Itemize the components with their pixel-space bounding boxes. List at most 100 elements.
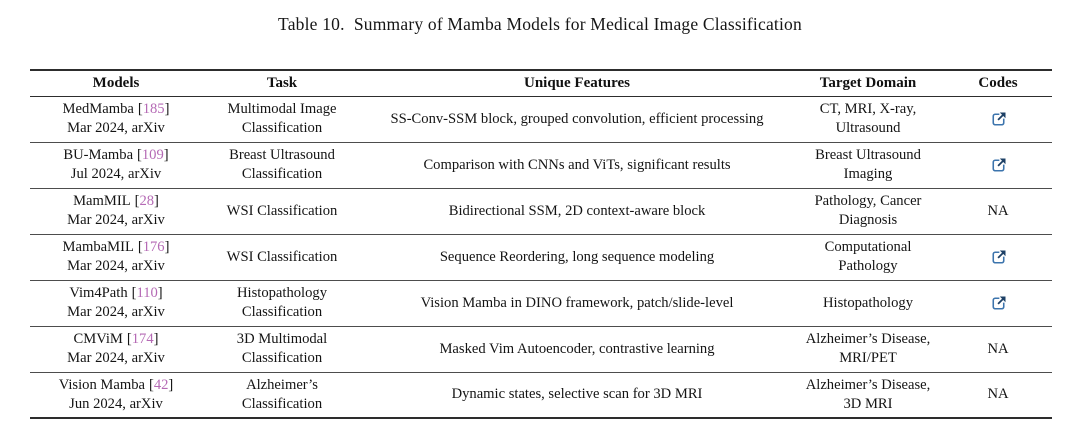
external-link-icon[interactable] <box>990 249 1007 266</box>
model-cell: MamMIL[28] Mar 2024, arXiv <box>30 188 202 235</box>
table-row: Vision Mamba[42] Jun 2024, arXiv Alzheim… <box>30 372 1052 419</box>
codes-cell: link <box>944 96 1052 143</box>
task-cell: Breast Ultrasound Classification <box>202 142 362 189</box>
task-cell: WSI Classification <box>202 188 362 235</box>
model-name: Vim4Path <box>69 285 128 302</box>
model-date: Mar 2024, arXiv <box>67 120 165 136</box>
codes-cell: NA <box>944 188 1052 235</box>
model-cell: Vim4Path[110] Mar 2024, arXiv <box>30 280 202 327</box>
model-name-line: Vim4Path[110] <box>37 284 195 303</box>
header-task: Task <box>202 69 362 97</box>
features-cell: Masked Vim Autoencoder, contrastive lear… <box>362 326 792 373</box>
features-cell: Sequence Reordering, long sequence model… <box>362 234 792 281</box>
task-cell: Multimodal Image Classification <box>202 96 362 143</box>
citation-bracket-open: [ <box>137 101 143 118</box>
citation-link[interactable]: 28 <box>139 193 155 210</box>
citation-bracket-close: ] <box>164 101 170 118</box>
domain-cell: Alzheimer’s Disease, MRI/PET <box>792 326 944 373</box>
task-cell: Alzheimer’s Classification <box>202 372 362 419</box>
code-na-label: NA <box>987 386 1009 403</box>
citation-bracket-close: ] <box>154 193 159 210</box>
citation-bracket-close: ] <box>168 376 174 393</box>
citation-link[interactable]: 185 <box>142 101 165 118</box>
citation-bracket-close: ] <box>164 239 170 256</box>
summary-table: Models Task Unique Features Target Domai… <box>30 69 1052 419</box>
table-row: BU-Mamba[109] Jul 2024, arXiv Breast Ult… <box>30 142 1052 189</box>
model-name-line: MamMIL[28] <box>37 192 195 211</box>
citation-bracket-close: ] <box>153 331 159 348</box>
code-na-label: NA <box>987 340 1009 357</box>
external-link-icon[interactable] <box>990 157 1007 174</box>
model-name-line: CMViM[174] <box>37 330 195 349</box>
header-features: Unique Features <box>362 69 792 97</box>
citation-link[interactable]: 109 <box>141 147 164 164</box>
citation-bracket-open: [ <box>137 239 143 256</box>
model-name-line: MedMamba[185] <box>37 100 195 119</box>
model-cell: Vision Mamba[42] Jun 2024, arXiv <box>30 372 202 419</box>
citation-bracket-close: ] <box>157 285 163 302</box>
model-date: Mar 2024, arXiv <box>67 258 165 274</box>
model-date: Jul 2024, arXiv <box>70 166 162 182</box>
domain-cell: Alzheimer’s Disease, 3D MRI <box>792 372 944 419</box>
model-cell: BU-Mamba[109] Jul 2024, arXiv <box>30 142 202 189</box>
code-na-label: NA <box>987 202 1009 219</box>
model-name: MamMIL <box>73 193 131 210</box>
citation-bracket-open: [ <box>137 147 142 164</box>
features-cell: Bidirectional SSM, 2D context-aware bloc… <box>362 188 792 235</box>
header-domain: Target Domain <box>792 69 944 97</box>
table-header: Models Task Unique Features Target Domai… <box>30 69 1052 97</box>
domain-cell: Histopathology <box>792 280 944 327</box>
task-cell: WSI Classification <box>202 234 362 281</box>
model-date: Mar 2024, arXiv <box>67 304 165 320</box>
citation-bracket-open: [ <box>126 331 132 348</box>
codes-cell: NA <box>944 372 1052 419</box>
model-name-line: BU-Mamba[109] <box>37 146 195 165</box>
codes-cell: link <box>944 142 1052 189</box>
model-name-line: Vision Mamba[42] <box>37 376 195 395</box>
table-row: MedMamba[185] Mar 2024, arXiv Multimodal… <box>30 96 1052 143</box>
citation-link[interactable]: 174 <box>131 331 154 348</box>
table-row: MamMIL[28] Mar 2024, arXiv WSI Classific… <box>30 188 1052 235</box>
task-cell: 3D Multimodal Classification <box>202 326 362 373</box>
model-name: MambaMIL <box>62 239 134 256</box>
model-date: Mar 2024, arXiv <box>67 212 165 228</box>
table-row: MambaMIL[176] Mar 2024, arXiv WSI Classi… <box>30 234 1052 281</box>
domain-cell: Computational Pathology <box>792 234 944 281</box>
domain-cell: CT, MRI, X-ray, Ultrasound <box>792 96 944 143</box>
features-cell: Vision Mamba in DINO framework, patch/sl… <box>362 280 792 327</box>
model-name: CMViM <box>73 331 123 348</box>
features-cell: Dynamic states, selective scan for 3D MR… <box>362 372 792 419</box>
model-name: Vision Mamba <box>58 376 145 393</box>
citation-link[interactable]: 176 <box>142 239 165 256</box>
table-row: Vim4Path[110] Mar 2024, arXiv Histopatho… <box>30 280 1052 327</box>
model-name-line: MambaMIL[176] <box>37 238 195 257</box>
citation-bracket-close: ] <box>163 147 169 164</box>
model-date: Jun 2024, arXiv <box>69 395 163 412</box>
external-link-icon[interactable] <box>990 295 1007 312</box>
citation-bracket-open: [ <box>131 285 137 302</box>
summary-table-container: Models Task Unique Features Target Domai… <box>30 69 1052 419</box>
domain-cell: Pathology, Cancer Diagnosis <box>792 188 944 235</box>
codes-cell: link <box>944 280 1052 327</box>
header-models: Models <box>30 69 202 97</box>
model-cell: CMViM[174] Mar 2024, arXiv <box>30 326 202 373</box>
citation-bracket-open: [ <box>148 376 154 393</box>
domain-cell: Breast Ultrasound Imaging <box>792 142 944 189</box>
model-name: BU-Mamba <box>63 147 134 164</box>
citation-link[interactable]: 42 <box>153 376 169 393</box>
external-link-icon[interactable] <box>990 111 1007 128</box>
table-caption: Table 10. Summary of Mamba Models for Me… <box>278 14 802 34</box>
codes-cell: NA <box>944 326 1052 373</box>
features-cell: Comparison with CNNs and ViTs, significa… <box>362 142 792 189</box>
task-cell: Histopathology Classification <box>202 280 362 327</box>
model-cell: MambaMIL[176] Mar 2024, arXiv <box>30 234 202 281</box>
table-row: CMViM[174] Mar 2024, arXiv 3D Multimodal… <box>30 326 1052 373</box>
citation-link[interactable]: 110 <box>136 285 158 302</box>
model-name: MedMamba <box>62 101 134 118</box>
table-body: MedMamba[185] Mar 2024, arXiv Multimodal… <box>30 96 1052 419</box>
model-date: Mar 2024, arXiv <box>67 350 165 366</box>
codes-cell: link <box>944 234 1052 281</box>
citation-bracket-open: [ <box>134 193 140 210</box>
header-codes: Codes <box>944 69 1052 97</box>
model-cell: MedMamba[185] Mar 2024, arXiv <box>30 96 202 143</box>
